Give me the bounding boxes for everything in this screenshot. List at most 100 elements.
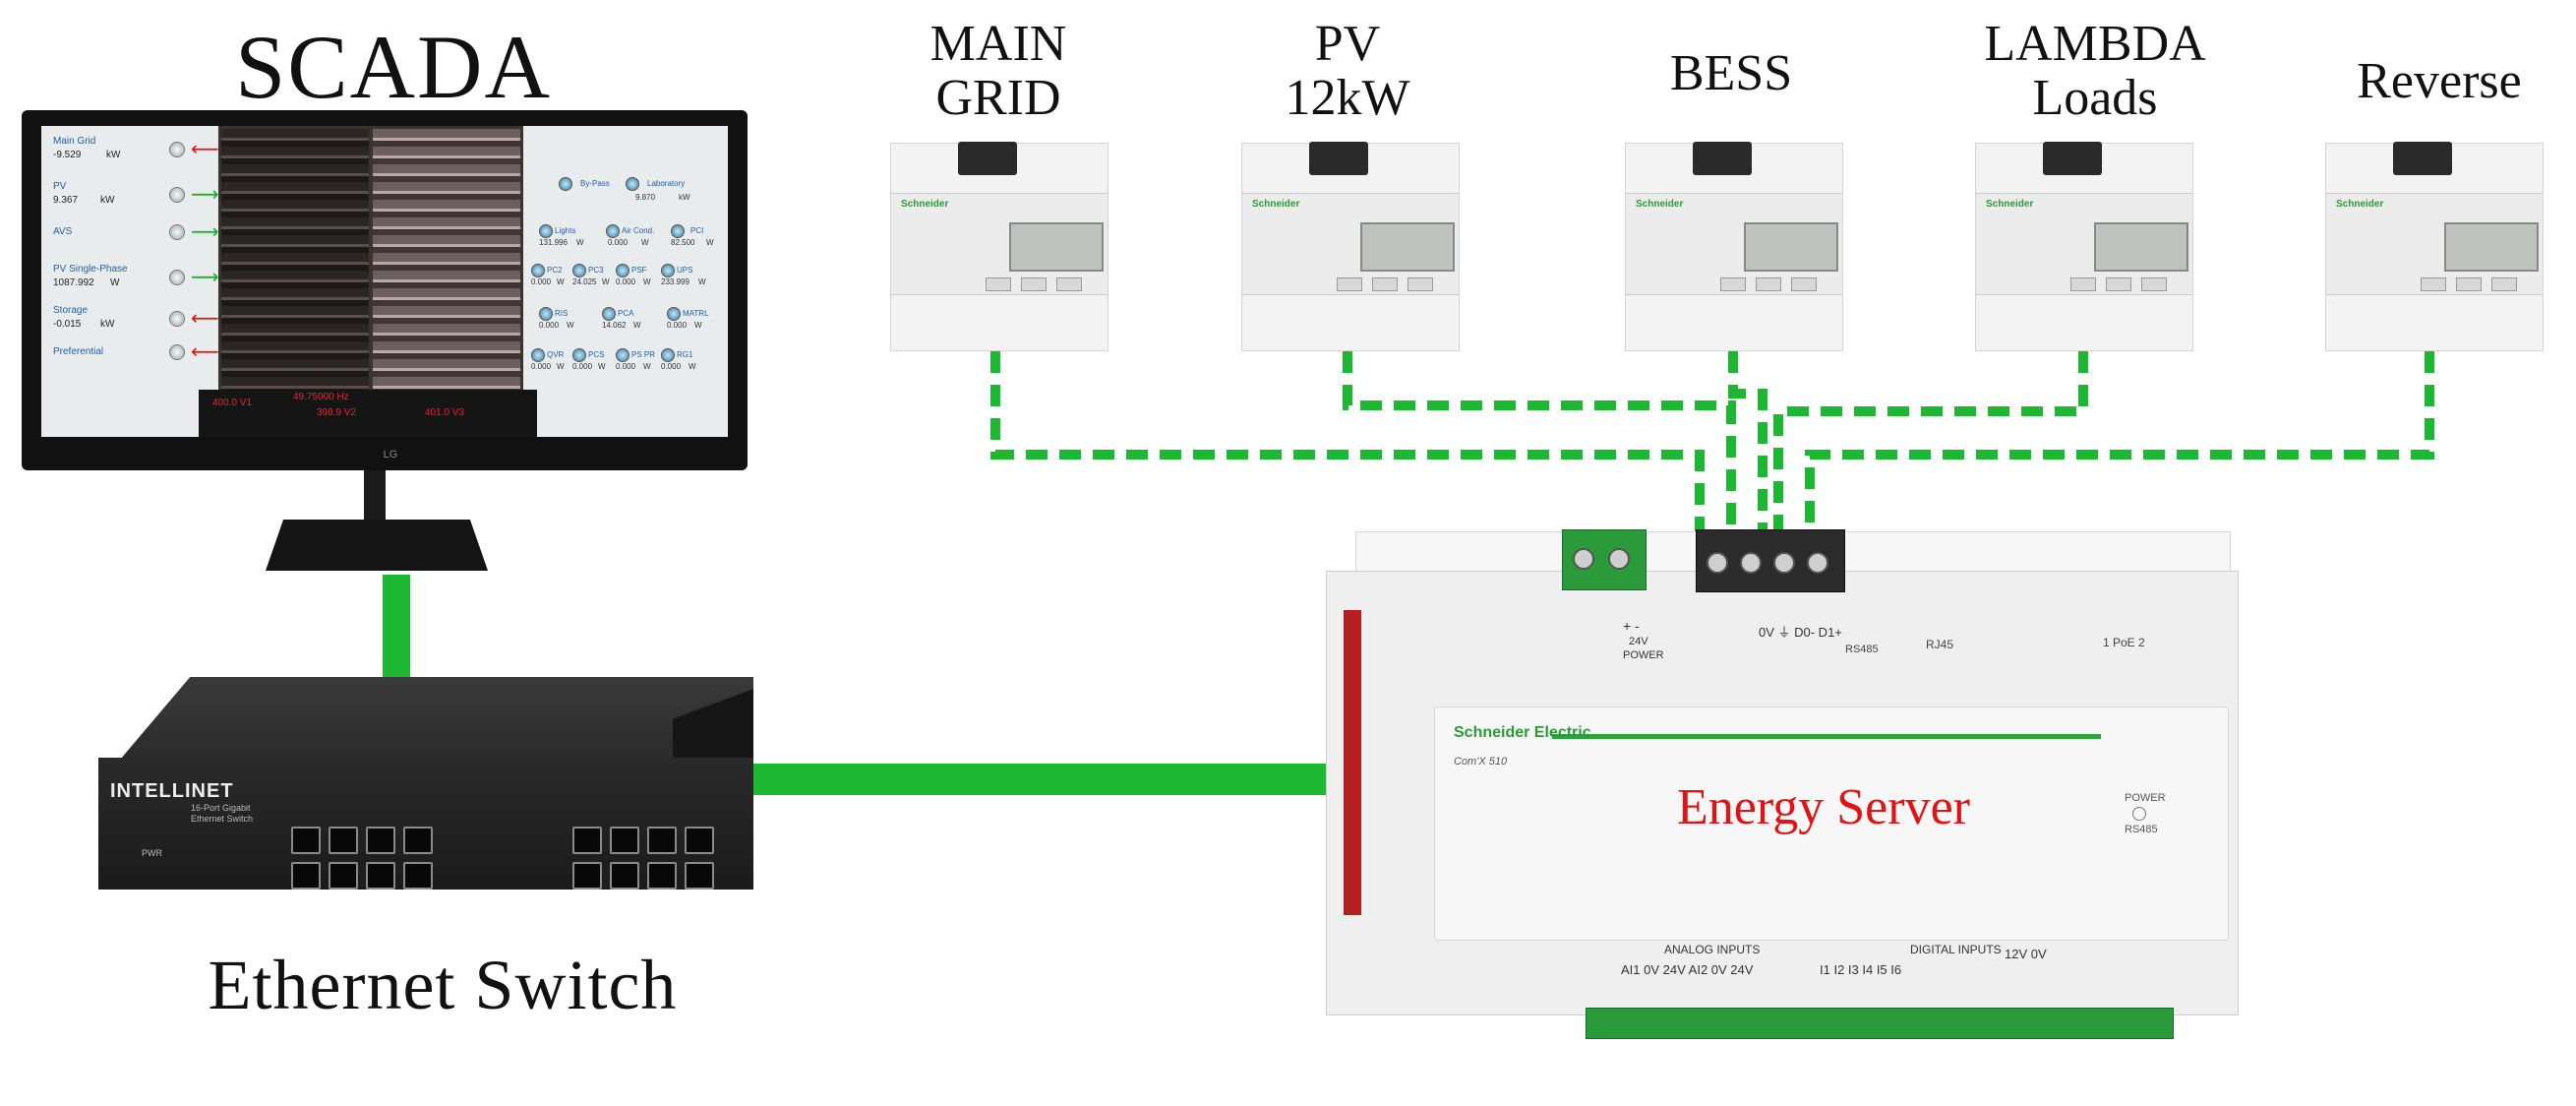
scada-value-rg1: 0.000 [661, 362, 682, 371]
meter-button[interactable] [1372, 277, 1398, 291]
scada-led-lights[interactable] [539, 224, 553, 238]
meter-button[interactable] [1337, 277, 1362, 291]
scada-led-air-cond[interactable] [606, 224, 620, 238]
ethernet-port[interactable] [329, 862, 358, 890]
meter-button[interactable] [1720, 277, 1746, 291]
io-terminal-strip[interactable] [1586, 1008, 2174, 1039]
scada-led-pca[interactable] [602, 307, 616, 321]
ethernet-port[interactable] [366, 862, 395, 890]
scada-led-pc3[interactable] [572, 264, 586, 277]
terminal-screw [1773, 552, 1795, 574]
ethernet-port[interactable] [685, 862, 714, 890]
scada-title: SCADA [235, 17, 552, 117]
meter-button[interactable] [2141, 277, 2167, 291]
scada-unit: W [698, 277, 706, 286]
scada-led-main-grid[interactable] [169, 142, 185, 157]
scada-value-main-grid: -9.529 [53, 150, 82, 160]
switch-model-text: 16-Port Gigabit Ethernet Switch [191, 803, 253, 825]
meter-terminal-block [958, 142, 1017, 175]
analog-inputs-caption: ANALOG INPUTS [1664, 943, 1761, 956]
ethernet-port[interactable] [647, 862, 677, 890]
scada-led-preferential[interactable] [169, 344, 185, 360]
meter-brand-logo: Schneider [2336, 199, 2384, 210]
scada-led-bypass[interactable] [559, 177, 572, 191]
scada-reading-v3: 401.0 V3 [425, 407, 465, 418]
scada-unit: W [643, 362, 651, 371]
rack-cabinet-photo [370, 126, 523, 396]
ethernet-port[interactable] [403, 862, 433, 890]
scada-unit: W [689, 362, 696, 371]
ethernet-switch-caption: Ethernet Switch [208, 946, 678, 1024]
scada-label-preferential: Preferential [53, 346, 104, 357]
scada-led-pv[interactable] [169, 187, 185, 203]
ethernet-port[interactable] [329, 827, 358, 854]
scada-value-pcs: 0.000 [572, 362, 593, 371]
meter-button[interactable] [1021, 277, 1047, 291]
scada-led-ris[interactable] [539, 307, 553, 321]
power-terminal-block[interactable] [1562, 529, 1647, 590]
scada-led-pv-single-phase[interactable] [169, 270, 185, 285]
scada-value-lights: 131.996 [539, 238, 568, 247]
scada-label-rg1: RG1 [677, 350, 693, 359]
scada-led-ps-pr[interactable] [616, 348, 629, 362]
scada-screen: Main Grid -9.529 kW ⟵ PV 9.367 kW ⟶ AVS … [41, 126, 728, 437]
scada-unit: W [694, 321, 702, 330]
meter-button[interactable] [2456, 277, 2482, 291]
rs485-terminal-block[interactable] [1696, 529, 1845, 592]
energy-meter: Schneider [890, 142, 1108, 351]
scada-led-rg1[interactable] [661, 348, 675, 362]
meter-button[interactable] [2106, 277, 2131, 291]
ethernet-port[interactable] [403, 827, 433, 854]
meter-button[interactable] [1056, 277, 1082, 291]
monitor-stand-base [266, 520, 488, 571]
meter-button[interactable] [1756, 277, 1781, 291]
ethernet-port[interactable] [647, 827, 677, 854]
meter-button[interactable] [1408, 277, 1433, 291]
meter-button[interactable] [1791, 277, 1817, 291]
monitor-brand-logo: LG [383, 449, 398, 461]
meter-label-line2: GRID [935, 69, 1061, 126]
scada-unit-laboratory: kW [679, 193, 690, 202]
terminal-screw [1707, 552, 1728, 574]
rj45-caption: RJ45 [1926, 638, 1954, 651]
scada-led-qvr[interactable] [531, 348, 545, 362]
scada-led-ups[interactable] [661, 264, 675, 277]
ethernet-port-labels: 1 PoE 2 [2103, 636, 2145, 649]
scada-led-pci[interactable] [671, 224, 685, 238]
scada-led-storage[interactable] [169, 311, 185, 327]
arrow-right-icon: ⟶ [191, 265, 219, 288]
meter-button[interactable] [2070, 277, 2096, 291]
scada-label-avs: AVS [53, 226, 73, 237]
scada-led-avs[interactable] [169, 224, 185, 240]
ethernet-port[interactable] [610, 862, 639, 890]
meter-brand-logo: Schneider [1252, 199, 1300, 210]
terminal-screw [1573, 548, 1594, 570]
scada-led-matrl[interactable] [667, 307, 681, 321]
terminal-screw [1740, 552, 1762, 574]
status-power-led-icon [2132, 807, 2146, 822]
scada-led-laboratory[interactable] [626, 177, 639, 191]
rs485-link-bess [1728, 351, 1767, 536]
scada-led-pc2[interactable] [531, 264, 545, 277]
scada-value-pci: 82.500 [671, 238, 695, 247]
meter-brand-logo: Schneider [1986, 199, 2034, 210]
scada-unit: W [598, 362, 606, 371]
scada-label-ris: RIS [555, 309, 569, 318]
scada-led-pcs[interactable] [572, 348, 586, 362]
ethernet-port[interactable] [291, 862, 321, 890]
meter-button[interactable] [2491, 277, 2517, 291]
ethernet-port[interactable] [291, 827, 321, 854]
ethernet-port[interactable] [572, 862, 602, 890]
meter-display [1009, 222, 1104, 272]
switch-model-line2: Ethernet Switch [191, 813, 254, 824]
meter-button[interactable] [986, 277, 1011, 291]
scada-led-psf[interactable] [616, 264, 629, 277]
scada-label-pv: PV [53, 181, 67, 192]
scada-value-ps-pr: 0.000 [616, 362, 636, 371]
ethernet-port[interactable] [366, 827, 395, 854]
meter-button[interactable] [2421, 277, 2446, 291]
ethernet-port[interactable] [610, 827, 639, 854]
ethernet-port[interactable] [685, 827, 714, 854]
ethernet-port[interactable] [572, 827, 602, 854]
switch-model-line1: 16-Port Gigabit [191, 803, 251, 813]
